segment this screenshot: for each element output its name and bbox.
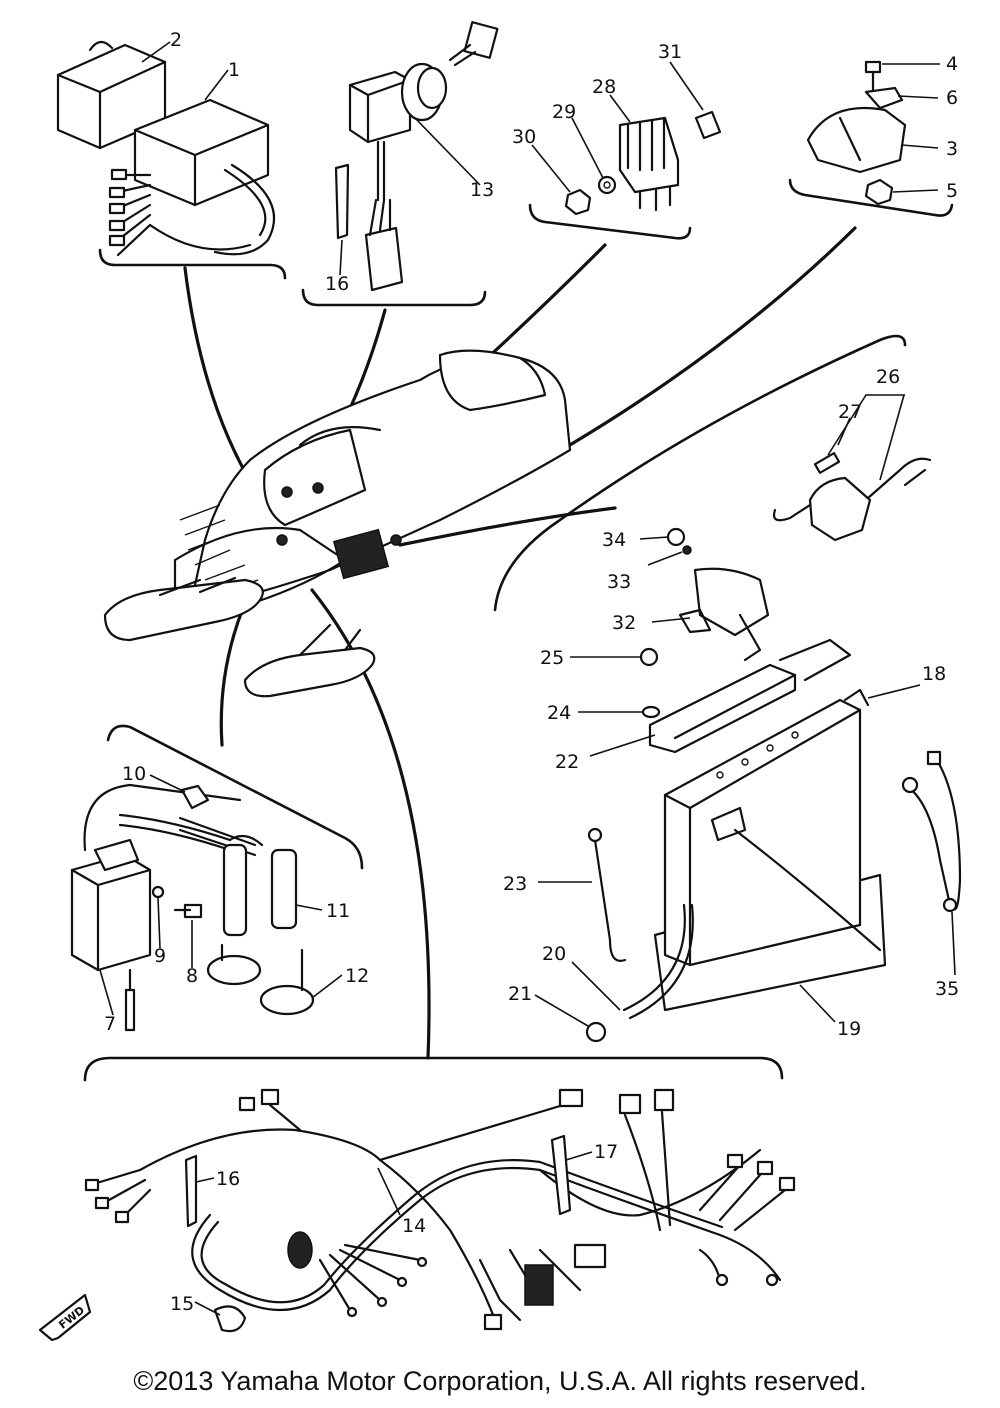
nut-part-25 xyxy=(639,647,659,667)
lead-wire-part-35 xyxy=(901,750,962,913)
fwd-arrow: FWD xyxy=(38,1293,92,1342)
label-part-14: 14 xyxy=(402,1215,426,1237)
relay-part-3 xyxy=(806,106,907,174)
copyright-notice: ©2013 Yamaha Motor Corporation, U.S.A. A… xyxy=(133,1366,867,1396)
vent-hose-part-20 xyxy=(622,903,694,1020)
label-part-22: 22 xyxy=(555,751,579,773)
label-part-27: 27 xyxy=(838,401,862,423)
washer-part-24 xyxy=(641,705,661,719)
holder-part-10 xyxy=(180,784,210,810)
label-part-33: 33 xyxy=(607,571,631,593)
label-part-5: 5 xyxy=(946,180,958,202)
nut-part-29 xyxy=(597,175,617,195)
band-part-16-switch xyxy=(184,1154,198,1228)
label-part-20: 20 xyxy=(542,943,566,965)
label-part-15: 15 xyxy=(170,1293,194,1315)
collar-part-6 xyxy=(864,86,904,110)
bracket-battery-group xyxy=(493,334,907,612)
nut-part-34 xyxy=(666,527,686,547)
label-part-6: 6 xyxy=(946,87,958,109)
label-part-8: 8 xyxy=(186,965,198,987)
nut-part-5 xyxy=(864,178,894,206)
bracket-coil-group xyxy=(106,724,364,870)
label-part-25: 25 xyxy=(540,647,564,669)
label-part-17: 17 xyxy=(594,1141,618,1163)
label-part-30: 30 xyxy=(512,126,536,148)
clamp-part-15 xyxy=(213,1305,247,1333)
label-part-32: 32 xyxy=(612,612,636,634)
part-number-labels: 1 2 3 4 5 6 7 8 9 10 11 12 13 14 15 16 1… xyxy=(104,29,959,1315)
callout-battery xyxy=(398,506,617,547)
callout-harness xyxy=(310,588,431,1060)
label-part-13: 13 xyxy=(470,179,494,201)
nut-part-21 xyxy=(585,1021,607,1043)
label-part-35: 35 xyxy=(935,978,959,1000)
washer-part-33 xyxy=(682,545,692,555)
label-part-10: 10 xyxy=(122,763,146,785)
cdi-unit-part-1 xyxy=(56,40,276,257)
label-part-2: 2 xyxy=(170,29,182,51)
cap-part-31 xyxy=(694,110,722,140)
label-part-26: 26 xyxy=(876,366,900,388)
snowmobile-illustration xyxy=(103,349,572,698)
label-part-3: 3 xyxy=(946,138,958,160)
starter-relay-part-32 xyxy=(678,567,770,662)
label-part-4: 4 xyxy=(946,53,958,75)
bracket-cdi-group xyxy=(98,248,287,280)
leader-lines xyxy=(99,41,956,1316)
bracket-part-18 xyxy=(843,688,870,707)
fuse-holder-part-26 xyxy=(772,457,932,542)
washer-part-9 xyxy=(151,885,165,899)
label-part-19: 19 xyxy=(837,1018,861,1040)
label-part-23: 23 xyxy=(503,873,527,895)
battery-part-19 xyxy=(653,698,887,1012)
band-part-17 xyxy=(550,1134,572,1216)
label-part-11: 11 xyxy=(326,900,350,922)
label-part-18: 18 xyxy=(922,663,946,685)
label-part-29: 29 xyxy=(552,101,576,123)
label-part-9: 9 xyxy=(154,945,166,967)
rod-part-23 xyxy=(587,827,627,962)
rectifier-part-28 xyxy=(618,116,680,212)
bracket-regulator-group xyxy=(528,203,692,240)
bracket-relay-group xyxy=(788,178,954,217)
ignition-coil-part-7 xyxy=(70,783,242,1032)
label-part-12: 12 xyxy=(345,965,369,987)
label-part-24: 24 xyxy=(547,702,571,724)
screw-part-8 xyxy=(173,903,203,919)
holder-part-22 xyxy=(648,638,852,754)
label-part-16-switch: 16 xyxy=(325,273,349,295)
label-part-31: 31 xyxy=(658,41,682,63)
bracket-harness-group xyxy=(83,1056,784,1082)
label-part-21: 21 xyxy=(508,983,532,1005)
seal-part-12 xyxy=(206,943,315,1016)
label-part-28: 28 xyxy=(592,76,616,98)
label-part-7: 7 xyxy=(104,1013,116,1035)
wire-harness-part-14 xyxy=(84,1088,796,1331)
label-part-16-harness: 16 xyxy=(216,1168,240,1190)
nut-part-30 xyxy=(564,188,592,216)
plug-cap-part-11 xyxy=(118,813,298,937)
label-part-34: 34 xyxy=(602,529,626,551)
fuse-part-27 xyxy=(813,452,841,474)
main-switch-part-13 xyxy=(334,21,499,292)
label-part-1: 1 xyxy=(228,59,240,81)
bracket-switch-group xyxy=(301,288,487,307)
